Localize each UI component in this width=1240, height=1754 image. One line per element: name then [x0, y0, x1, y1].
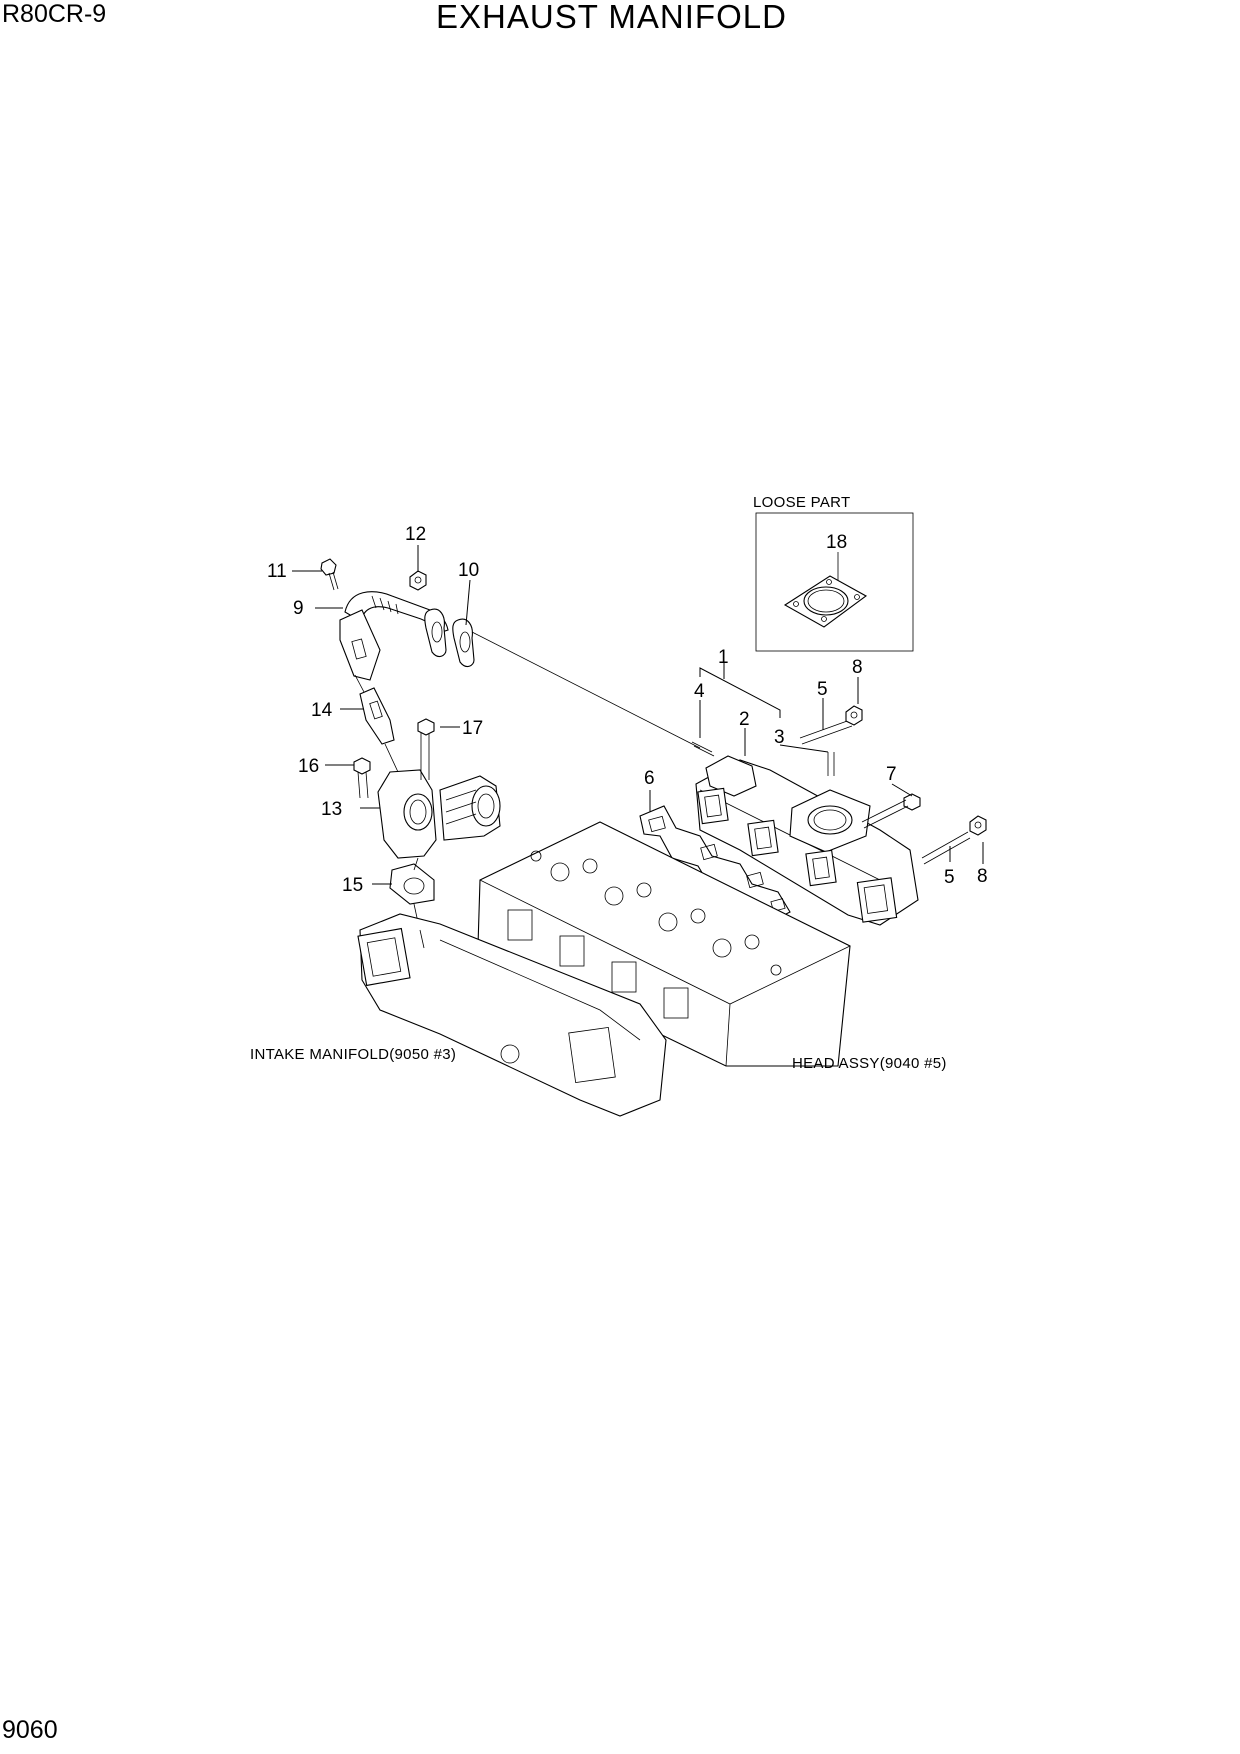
- pipe-connector-line: [471, 631, 701, 749]
- exhaust-manifold-group: [639, 661, 987, 926]
- callout-10: 10: [458, 560, 479, 581]
- page-title: EXHAUST MANIFOLD: [436, 0, 787, 35]
- callout-17: 17: [462, 718, 483, 739]
- intake-manifold-drawing: [357, 913, 667, 1117]
- callout-8-upper: 8: [852, 657, 863, 678]
- head-assy-ref: HEAD ASSY(9040 #5): [792, 1055, 947, 1072]
- intake-manifold-ref: INTAKE MANIFOLD(9050 #3): [250, 1046, 456, 1063]
- callout-5-upper: 5: [817, 679, 828, 700]
- callout-5-lower: 5: [944, 867, 955, 888]
- egr-valve-group: [325, 718, 501, 951]
- callout-15: 15: [342, 875, 363, 896]
- callout-2: 2: [739, 709, 750, 730]
- callout-4: 4: [694, 681, 705, 702]
- callout-3: 3: [774, 727, 785, 748]
- page-number: 9060: [2, 1716, 58, 1744]
- callout-14: 14: [311, 700, 333, 721]
- loose-part-label: LOOSE PART: [753, 494, 850, 511]
- callout-6: 6: [644, 768, 655, 789]
- loose-part-box: LOOSE PART 18: [753, 494, 914, 652]
- gasket-18-drawing: [783, 575, 868, 628]
- callout-8-lower: 8: [977, 866, 988, 887]
- callout-16: 16: [298, 756, 319, 777]
- callout-12: 12: [405, 524, 426, 545]
- egr-pipe-group: [292, 545, 475, 773]
- callout-11: 11: [267, 561, 287, 582]
- model-code: R80CR-9: [2, 0, 107, 28]
- callout-13: 13: [321, 799, 342, 820]
- callout-7: 7: [886, 764, 897, 785]
- callout-9: 9: [293, 598, 304, 619]
- callout-18: 18: [826, 532, 847, 553]
- callout-1: 1: [718, 647, 729, 668]
